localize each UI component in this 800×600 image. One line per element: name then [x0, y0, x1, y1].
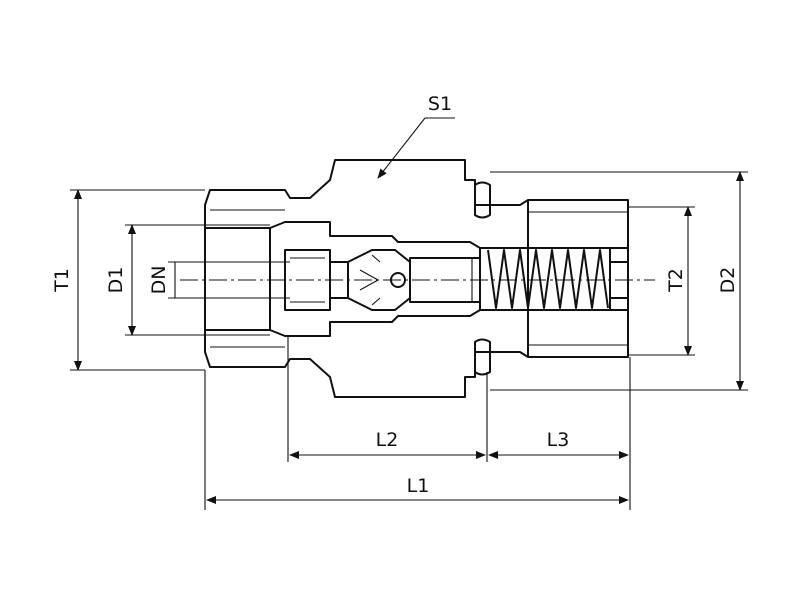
label-s1: S1 [428, 93, 452, 115]
seal-rings [474, 181, 520, 376]
label-d2: D2 [717, 267, 739, 294]
body-upper-section [204, 159, 629, 249]
dimension-l2-l3: L2 L3 [287, 336, 631, 510]
leader-s1: S1 [377, 93, 455, 179]
dimension-t2: T2 [628, 206, 695, 356]
spring [479, 247, 629, 311]
label-l3: L3 [547, 429, 570, 451]
dimension-l1: L1 [204, 370, 629, 510]
dimension-t1: T1 [51, 189, 205, 371]
label-d1: D1 [105, 267, 127, 294]
dimension-dn: DN [148, 261, 290, 299]
spring-coils [487, 249, 609, 309]
dimension-d2: D2 [490, 171, 748, 391]
body-lower-section [204, 309, 629, 398]
dimension-d1: D1 [105, 224, 270, 336]
seal-ring-upper [474, 181, 491, 219]
label-t2: T2 [665, 268, 687, 293]
label-l1: L1 [407, 475, 430, 497]
seal-ring-lower [474, 338, 491, 376]
label-t1: T1 [51, 268, 73, 293]
label-l2: L2 [376, 429, 399, 451]
label-dn: DN [148, 266, 170, 295]
valve-body [204, 159, 629, 398]
